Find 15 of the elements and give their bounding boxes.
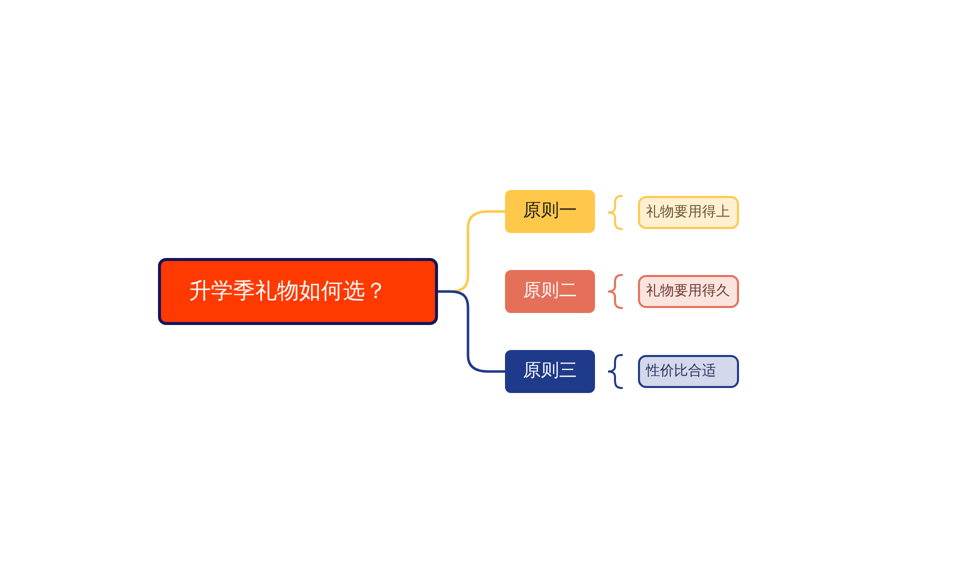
detail-text: 性价比合适 bbox=[646, 362, 716, 380]
detail-box bbox=[638, 196, 739, 229]
principle-text: 原则三 bbox=[523, 360, 577, 383]
principle-box bbox=[505, 350, 595, 393]
principle-text: 原则二 bbox=[523, 280, 577, 303]
central-topic-text: 升学季礼物如何选？ bbox=[189, 278, 387, 306]
curved-connector bbox=[436, 290, 506, 373]
detail-text: 礼物要用得久 bbox=[646, 282, 730, 300]
detail-text: 礼物要用得上 bbox=[646, 204, 730, 222]
principle-box bbox=[505, 270, 595, 313]
principle-box bbox=[505, 190, 595, 233]
principle-text: 原则一 bbox=[523, 200, 577, 223]
central-topic-box bbox=[158, 258, 438, 325]
detail-box bbox=[638, 355, 739, 388]
detail-box bbox=[638, 275, 739, 308]
